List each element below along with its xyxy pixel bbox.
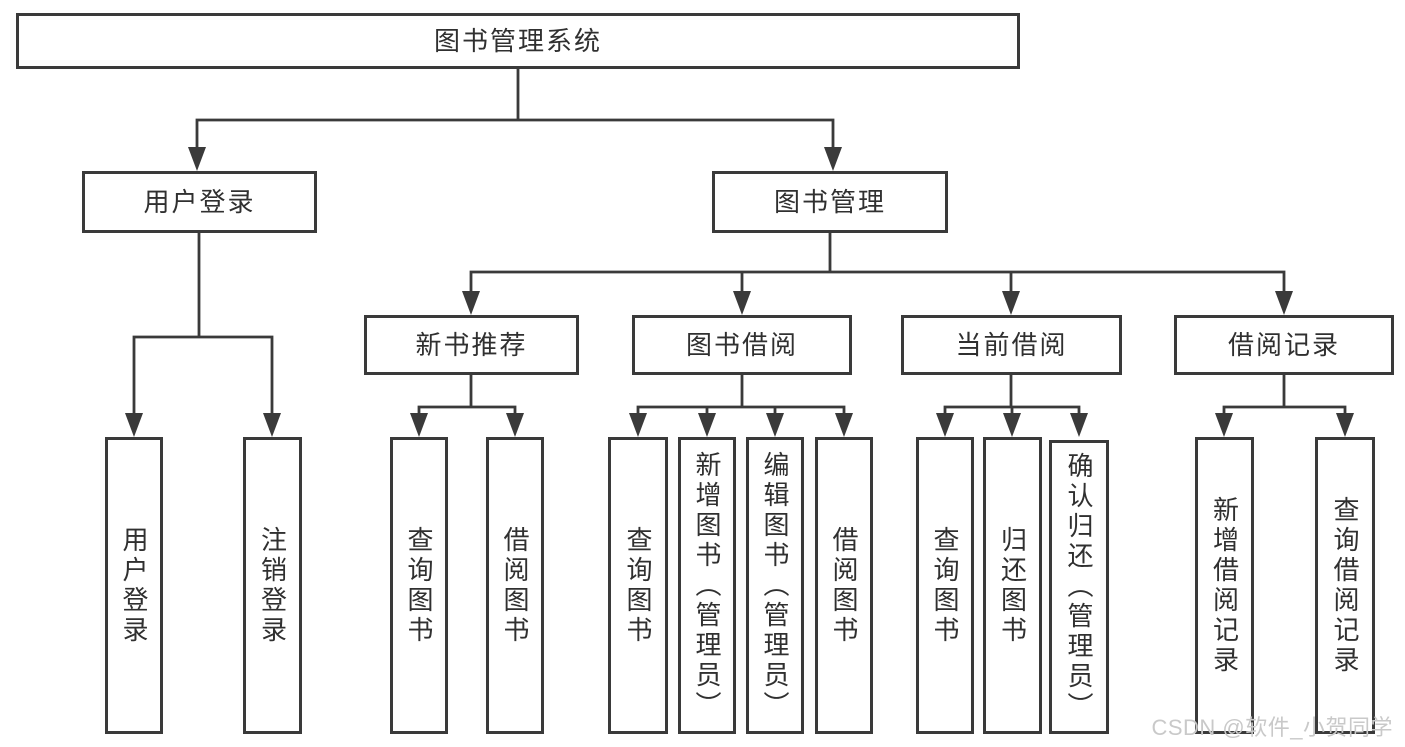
node-new-book-recommend-label: 新书推荐 (415, 330, 528, 360)
leaf-query-books-borrow-label: 查询图书 (623, 525, 653, 646)
leaf-borrow-books: 借阅图书 (815, 437, 873, 734)
arrow-down-icon (1336, 413, 1354, 437)
arrow-down-icon (1275, 291, 1293, 315)
node-book-management-label: 图书管理 (773, 187, 886, 217)
arrow-down-icon (125, 413, 143, 437)
arrow-down-icon (835, 413, 853, 437)
node-borrow-records: 借阅记录 (1174, 315, 1394, 375)
leaf-query-books-current: 查询图书 (916, 437, 974, 734)
leaf-query-borrow-record: 查询借阅记录 (1315, 437, 1375, 734)
leaf-query-books-recommend: 查询图书 (390, 437, 448, 734)
arrow-down-icon (410, 413, 428, 437)
node-book-borrow: 图书借阅 (632, 315, 852, 375)
node-root-label: 图书管理系统 (433, 26, 602, 56)
node-book-borrow-label: 图书借阅 (685, 330, 798, 360)
arrow-down-icon (629, 413, 647, 437)
node-user-login-label: 用户登录 (143, 187, 256, 217)
node-root: 图书管理系统 (16, 13, 1020, 69)
leaf-add-borrow-record: 新增借阅记录 (1195, 437, 1254, 734)
leaf-confirm-return-admin-label: 确认归还（管理员） (1064, 452, 1094, 722)
leaf-borrow-books-recommend-label: 借阅图书 (500, 525, 530, 646)
leaf-edit-book-admin: 编辑图书（管理员） (746, 437, 804, 734)
arrow-down-icon (1003, 413, 1021, 437)
arrow-down-icons (125, 147, 1354, 437)
node-current-borrow: 当前借阅 (901, 315, 1122, 375)
arrow-down-icon (698, 413, 716, 437)
arrow-down-icon (506, 413, 524, 437)
arrow-down-icon (766, 413, 784, 437)
leaf-logout-label: 注销登录 (257, 525, 288, 646)
watermark: CSDN @软件_小贺同学 (1151, 715, 1393, 740)
node-borrow-records-label: 借阅记录 (1227, 330, 1340, 360)
leaf-query-books-borrow: 查询图书 (608, 437, 668, 734)
arrow-down-icon (188, 147, 206, 171)
leaf-add-borrow-record-label: 新增借阅记录 (1209, 495, 1240, 676)
leaf-confirm-return-admin: 确认归还（管理员） (1049, 440, 1109, 734)
leaf-borrow-books-recommend: 借阅图书 (486, 437, 544, 734)
arrow-down-icon (263, 413, 281, 437)
leaf-edit-book-admin-label: 编辑图书（管理员） (760, 450, 790, 721)
node-user-login: 用户登录 (82, 171, 317, 233)
leaf-add-book-admin: 新增图书（管理员） (678, 437, 736, 734)
arrow-down-icon (1002, 291, 1020, 315)
arrow-down-icon (1070, 413, 1088, 437)
arrow-down-icon (462, 291, 480, 315)
leaf-borrow-books-label: 借阅图书 (829, 525, 859, 646)
leaf-query-books-current-label: 查询图书 (930, 525, 960, 646)
arrow-down-icon (824, 147, 842, 171)
leaf-user-login: 用户登录 (105, 437, 163, 734)
leaf-user-login-label: 用户登录 (119, 525, 149, 646)
node-book-management: 图书管理 (712, 171, 948, 233)
arrow-down-icon (733, 291, 751, 315)
leaf-return-book-label: 归还图书 (997, 525, 1028, 646)
leaf-return-book: 归还图书 (983, 437, 1042, 734)
arrow-down-icon (1215, 413, 1233, 437)
leaf-logout: 注销登录 (243, 437, 302, 734)
leaf-query-books-recommend-label: 查询图书 (404, 525, 434, 646)
node-current-borrow-label: 当前借阅 (955, 330, 1068, 360)
arrow-down-icon (936, 413, 954, 437)
leaf-add-book-admin-label: 新增图书（管理员） (692, 450, 722, 721)
node-new-book-recommend: 新书推荐 (364, 315, 579, 375)
leaf-query-borrow-record-label: 查询借阅记录 (1330, 495, 1360, 676)
